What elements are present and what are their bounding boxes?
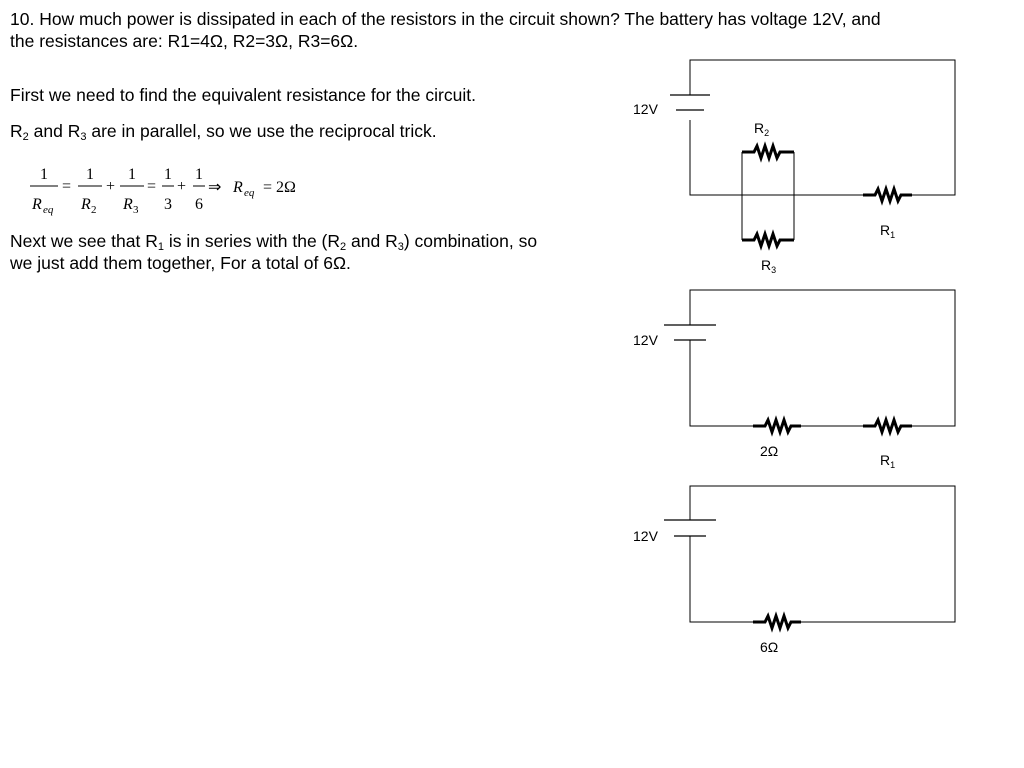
step-3-text: Next we see that R1 is in series with th…	[10, 230, 537, 274]
step-2-text: R2 and R3 are in parallel, so we use the…	[10, 120, 437, 143]
eq-numerator: 1	[128, 166, 136, 183]
eq-r-letter: R	[80, 196, 91, 213]
wire-top	[689, 289, 956, 427]
battery-label: 12V	[633, 528, 659, 544]
wire-top	[689, 59, 956, 196]
resistor-r3	[742, 229, 794, 251]
wire-left	[689, 340, 753, 427]
wire-bottom	[689, 120, 863, 196]
eq-numerator: 1	[86, 166, 94, 183]
resistor-6-ohm	[753, 611, 801, 633]
eq-result: = 2Ω	[263, 179, 296, 196]
question-line-2: the resistances are: R1=4Ω, R2=3Ω, R3=6Ω…	[10, 31, 359, 51]
eq-subscript: eq	[43, 204, 54, 216]
battery-label: 12V	[633, 332, 659, 348]
eq-denominator: 3	[164, 196, 172, 213]
step-2-rest: are in parallel, so we use the reciproca…	[86, 121, 437, 141]
resistor-r2	[742, 141, 794, 163]
step-3-line-2: we just add them together, For a total o…	[10, 253, 351, 273]
and-word: and	[28, 121, 68, 141]
plus-sign: +	[177, 178, 186, 195]
eq-denominator: 6	[195, 196, 203, 213]
label-r2: R2	[754, 120, 769, 138]
eq-numerator: 1	[195, 166, 203, 183]
plus-sign: +	[106, 178, 115, 195]
reciprocal-equation: 1 R eq = 1 R 2 + 1 R 3 = 1 3 + 1 6 ⇒ R e…	[30, 166, 296, 216]
step-1-text: First we need to find the equivalent res…	[10, 85, 476, 105]
r3-letter: R	[67, 121, 81, 141]
eq-r-letter: R	[31, 196, 42, 213]
eq-numerator: 1	[164, 166, 172, 183]
eq-r-letter: R	[232, 179, 243, 196]
r3-subscript: 3	[80, 131, 87, 143]
label-r1: R1	[880, 222, 895, 240]
wire-left	[689, 536, 753, 623]
resistor-2-ohm	[753, 415, 801, 437]
label-r3: R3	[761, 257, 776, 275]
circuit-equivalent: 12V 6Ω	[633, 485, 956, 655]
resistor-r1	[863, 184, 912, 206]
parallel-rails	[741, 152, 795, 240]
resistor-r1	[863, 415, 912, 437]
eq-subscript: 2	[91, 204, 97, 216]
question-line-1: 10. How much power is dissipated in each…	[10, 9, 881, 29]
label-6-ohm: 6Ω	[760, 639, 778, 655]
label-r1: R1	[880, 452, 895, 470]
eq-numerator: 1	[40, 166, 48, 183]
eq-subscript: 3	[133, 204, 139, 216]
equals-sign: =	[62, 178, 71, 195]
circuit-original: 12V R2 R3 R1	[633, 59, 956, 275]
battery-label: 12V	[633, 101, 659, 117]
label-2-ohm: 2Ω	[760, 443, 778, 459]
r2-subscript: 2	[22, 131, 29, 143]
equals-sign: =	[147, 178, 156, 195]
question-text: 10. How much power is dissipated in each…	[10, 8, 881, 52]
eq-r-letter: R	[122, 196, 133, 213]
wire-right	[689, 485, 956, 623]
implies-arrow: ⇒	[208, 179, 221, 196]
circuit-simplified: 12V 2Ω R1	[633, 289, 956, 470]
eq-subscript: eq	[244, 187, 255, 199]
r2-letter: R	[10, 121, 23, 141]
step-3-line-1: Next we see that R1 is in series with th…	[10, 231, 538, 253]
